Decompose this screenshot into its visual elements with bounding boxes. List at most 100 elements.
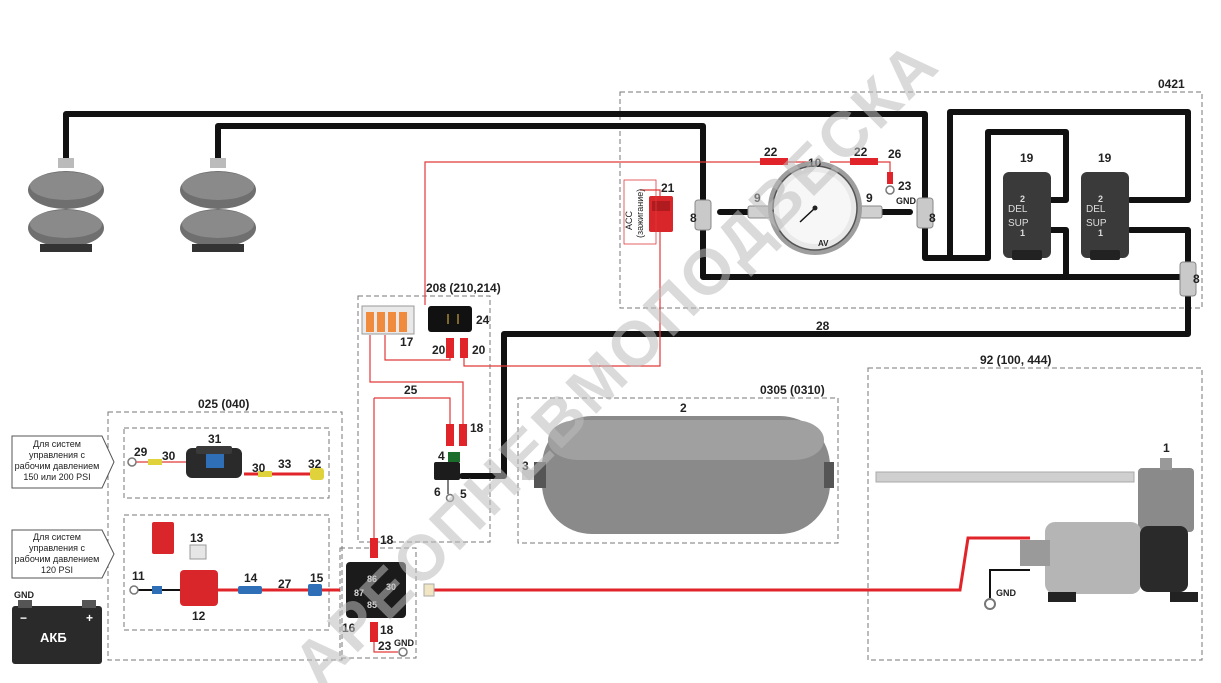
battery: АКБ − +: [12, 600, 102, 664]
label-gnd-relay: GND: [394, 638, 415, 648]
label-4: 4: [438, 449, 445, 463]
battery-label: АКБ: [40, 630, 67, 645]
connector-22-left: [760, 158, 788, 165]
connector-20-left: [446, 338, 454, 358]
wire-compressor-power: [430, 536, 1030, 592]
valve-right-port1: 1: [1098, 228, 1103, 238]
hose-left-bag: [63, 111, 928, 208]
label-3: 3: [522, 459, 529, 473]
label-gnd-gauge: GND: [896, 196, 917, 206]
label-18-top: 18: [470, 421, 484, 435]
frame-relay: [339, 547, 417, 659]
battery-plus: +: [86, 611, 93, 625]
ring-terminal-23-top: [885, 185, 895, 195]
battery-minus: −: [20, 611, 27, 625]
valve-right-del: DEL: [1086, 204, 1106, 215]
label-8-right: 8: [929, 211, 936, 225]
switch-24: [428, 306, 472, 332]
group-title-0421: 0421: [1158, 77, 1185, 91]
label-18-relay-top: 18: [380, 533, 394, 547]
label-20-right: 20: [472, 343, 486, 357]
acc-relay-21: [649, 196, 673, 232]
pressure-gauge: AV: [768, 161, 862, 255]
note-acc-line1: ACC: [624, 210, 634, 230]
label-12: 12: [192, 609, 206, 623]
hose-valve-del-1: [932, 129, 1069, 261]
valve-left-port2: 2: [1020, 194, 1025, 204]
ring-terminal-11: [129, 585, 139, 595]
label-24: 24: [476, 313, 490, 327]
connector-22-right: [850, 158, 878, 165]
label-33: 33: [278, 457, 292, 471]
connector-20-right: [460, 338, 468, 358]
connector-18-relay-top: [370, 538, 378, 558]
wire-gauge-light: [424, 161, 810, 305]
note-acc-line2: (зажигание): [635, 189, 645, 238]
connector-14: [238, 586, 262, 594]
label-15: 15: [310, 571, 324, 585]
label-32: 32: [308, 457, 322, 471]
frame-208: [357, 295, 491, 543]
note-high-line4: 150 или 200 PSI: [23, 472, 90, 482]
label-19-right: 19: [1098, 151, 1112, 165]
pressure-switch: [434, 452, 460, 503]
label-13: 13: [190, 531, 204, 545]
label-9-right: 9: [866, 191, 873, 205]
tee-fitting-bottom: [1179, 261, 1197, 297]
note-low-line1: Для систем: [33, 532, 81, 542]
relay-pin-86: 86: [367, 574, 377, 584]
note-high-pressure: Для систем управления с рабочим давление…: [11, 435, 115, 489]
tee-fitting-left: [694, 199, 712, 231]
solenoid-valve-left: DEL SUP 2 1: [1003, 172, 1051, 260]
ring-terminal-32: [310, 468, 324, 480]
valve-right-sup: SUP: [1086, 218, 1107, 229]
terminal-block-17: [361, 305, 415, 335]
connector-15: [308, 584, 322, 596]
wire-25: [374, 397, 451, 425]
label-gnd-compressor: GND: [996, 588, 1017, 598]
frame-fuse-high: [123, 427, 330, 499]
ring-terminal-compressor-gnd: [984, 598, 996, 610]
label-8-left: 8: [690, 211, 697, 225]
air-bag-left: [28, 158, 104, 252]
frame-0421: [619, 91, 1203, 309]
group-title-0305: 0305 (0310): [760, 383, 825, 397]
label-30-left: 30: [162, 449, 176, 463]
label-21: 21: [661, 181, 675, 195]
gauge-fitting-right: [859, 205, 883, 219]
group-title-208: 208 (210,214): [426, 281, 501, 295]
label-29: 29: [134, 445, 148, 459]
label-5: 5: [460, 487, 467, 501]
label-30-right: 30: [252, 461, 266, 475]
compressor: [875, 458, 1198, 602]
note-high-line1: Для систем: [33, 439, 81, 449]
label-10: 10: [808, 156, 822, 170]
solenoid-valve-right: DEL SUP 2 1: [1081, 172, 1129, 260]
gauge-brand: AV: [818, 239, 829, 248]
label-14: 14: [244, 571, 258, 585]
label-16: 16: [342, 621, 356, 635]
ring-terminal-23-relay: [398, 647, 408, 657]
valve-left-del: DEL: [1008, 204, 1028, 215]
label-31: 31: [208, 432, 222, 446]
note-low-line3: рабочим давлением: [15, 554, 100, 564]
hose-valve-sup-1: [1047, 227, 1069, 280]
fuse-holder-31: [186, 446, 242, 478]
hose-right-bag: [215, 123, 706, 213]
connector-18-top-right: [459, 424, 467, 446]
wire-compressor-ground: [989, 569, 1030, 598]
ring-terminal-29: [127, 457, 137, 467]
relay-pin-85: 85: [367, 600, 377, 610]
label-6: 6: [434, 485, 441, 499]
label-20-left: 20: [432, 343, 446, 357]
note-low-line2: управления с: [29, 543, 86, 553]
label-28: 28: [816, 319, 830, 333]
hose-valve-del-2: [922, 109, 1191, 261]
label-gnd-battery: GND: [14, 590, 35, 600]
label-22-right: 22: [854, 145, 868, 159]
hose-to-tee: [700, 225, 1191, 280]
note-low-line4: 120 PSI: [41, 565, 73, 575]
relay-pin-87: 87: [354, 588, 364, 598]
